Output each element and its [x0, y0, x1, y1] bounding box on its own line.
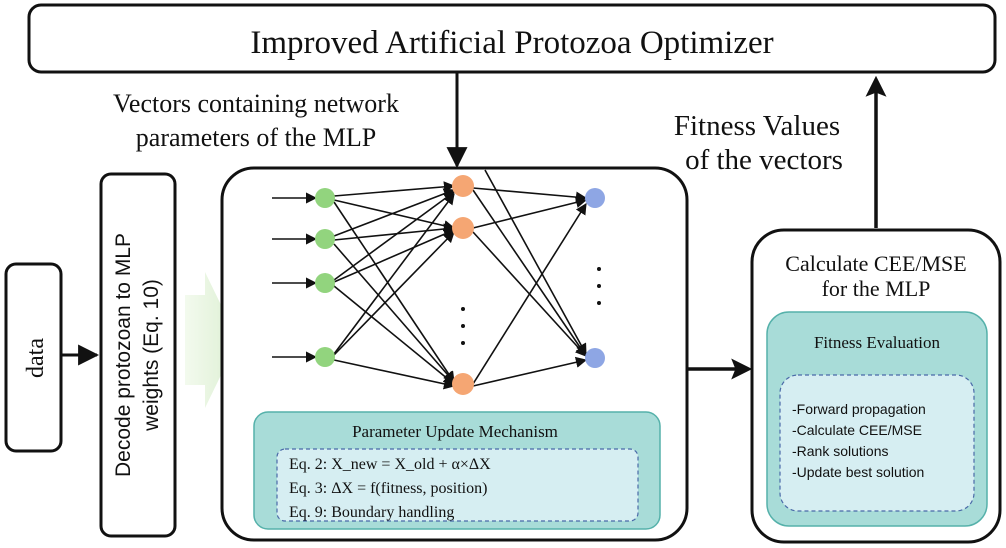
calc-label-line2: for the MLP — [822, 276, 931, 301]
network-connections — [272, 169, 588, 390]
decode-label-line2: weights (Eq. 10) — [140, 279, 163, 432]
title-box — [27, 3, 997, 74]
hidden-node — [452, 217, 474, 239]
input-node — [315, 229, 335, 249]
param-update-title: Parameter Update Mechanism — [352, 422, 558, 441]
output-ellipsis — [597, 267, 601, 305]
fitness-step: -Forward propagation — [792, 401, 926, 417]
input-node — [315, 188, 335, 208]
fitness-steps-box — [779, 374, 975, 512]
fitness-eval-title: Fitness Evaluation — [814, 333, 941, 352]
hidden-layer — [452, 175, 474, 395]
hidden-ellipsis — [461, 307, 465, 345]
data-label: data — [23, 338, 49, 378]
equation-line: Eq. 3: ΔX = f(fitness, position) — [289, 480, 487, 497]
fitness-label-line1: Fitness Values — [674, 110, 840, 142]
input-node — [315, 347, 335, 367]
equation-line: Eq. 2: X_new = X_old + α×ΔX — [289, 456, 491, 473]
fitness-step: -Calculate CEE/MSE — [792, 422, 922, 438]
calc-label-line1: Calculate CEE/MSE — [785, 251, 966, 276]
decode-box — [99, 172, 177, 538]
output-node — [585, 348, 605, 368]
equation-line: Eq. 9: Boundary handling — [289, 504, 454, 521]
hidden-node — [452, 373, 474, 395]
decode-to-network-arrow — [185, 272, 238, 408]
fitness-step: -Update best solution — [792, 464, 924, 480]
data-input-box — [4, 262, 63, 453]
title-text: Improved Artificial Protozoa Optimizer — [250, 25, 773, 61]
input-node — [315, 273, 335, 293]
hidden-node — [452, 175, 474, 197]
fitness-step: -Rank solutions — [792, 443, 889, 459]
fitness-label-line2: of the vectors — [685, 144, 843, 176]
output-layer — [585, 188, 605, 368]
decode-label-line1: Decode protozoan to MLP — [112, 233, 135, 477]
vectors-label-line1: Vectors containing network — [113, 89, 399, 118]
output-node — [585, 188, 605, 208]
vectors-label-line2: parameters of the MLP — [136, 123, 376, 152]
equations-box — [276, 448, 639, 522]
input-layer — [315, 188, 335, 367]
